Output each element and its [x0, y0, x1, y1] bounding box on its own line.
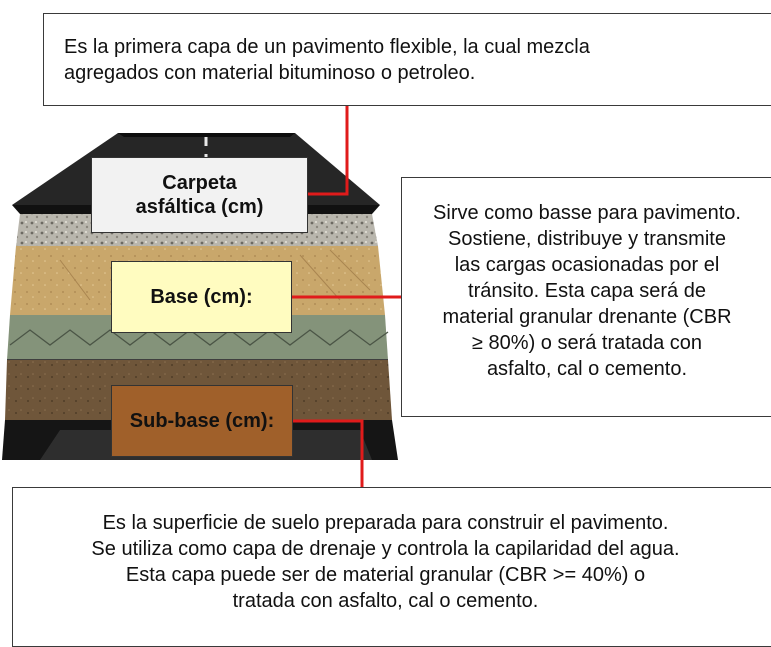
- callout-bottom-line-3: Esta capa puede ser de material granular…: [125, 564, 646, 586]
- callout-top-line-1: Es la primera capa de un pavimento flexi…: [64, 36, 590, 58]
- connector-subbase: [293, 419, 364, 488]
- label-carpeta-line-2: asfáltica (cm): [135, 196, 264, 218]
- label-subbase-text: Sub-base (cm):: [129, 410, 275, 432]
- callout-right-line-5: material granular drenante (CBR: [442, 306, 732, 328]
- label-carpeta-line-1: Carpeta: [162, 172, 237, 194]
- callout-right-line-2: Sostiene, distribuye y transmite: [448, 228, 726, 250]
- callout-right-line-6: ≥ 80%) o será tratada con: [472, 332, 702, 354]
- connector-lines: [292, 106, 403, 488]
- callout-right-line-4: tránsito. Esta capa será de: [468, 280, 706, 302]
- label-carpeta-asfaltica: Carpeta asfáltica (cm): [91, 157, 308, 233]
- callout-bottom-line-2: Se utiliza como capa de drenaje y contro…: [91, 538, 680, 560]
- callout-top-line-2: agregados con material bituminoso o petr…: [64, 62, 476, 84]
- callout-right-line-1: Sirve como basse para pavimento.: [433, 202, 741, 224]
- label-base-text: Base (cm):: [150, 286, 253, 308]
- callout-subbase-description: Es la superficie de suelo preparada para…: [12, 487, 771, 647]
- callout-base-description: Sirve como basse para pavimento. Sostien…: [401, 177, 771, 417]
- callout-carpeta-description: Es la primera capa de un pavimento flexi…: [43, 13, 771, 106]
- callout-bottom-line-1: Es la superficie de suelo preparada para…: [102, 512, 669, 534]
- callout-right-line-7: asfalto, cal o cemento.: [486, 358, 688, 380]
- label-base: Base (cm):: [111, 261, 292, 333]
- callout-right-line-3: las cargas ocasionadas por el: [454, 254, 720, 276]
- label-subbase: Sub-base (cm):: [111, 385, 293, 457]
- connector-carpeta: [308, 106, 349, 196]
- callout-bottom-line-4: tratada con asfalto, cal o cemento.: [232, 590, 539, 612]
